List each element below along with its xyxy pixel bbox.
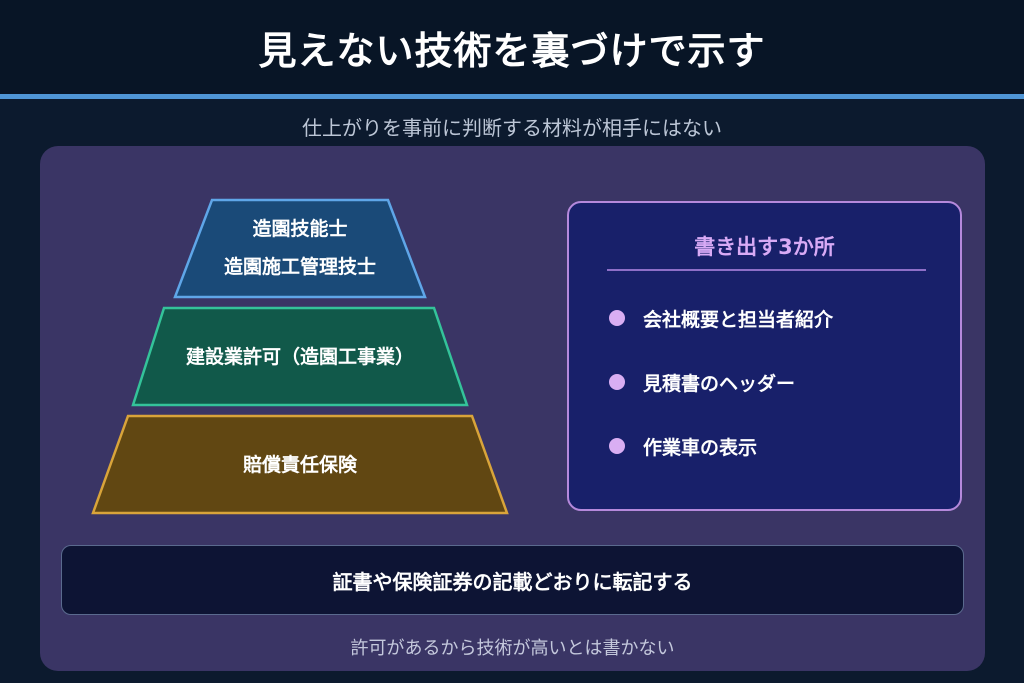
list-item: 会社概要と担当者紹介 [609,303,833,333]
transcription-banner: 証書や保険証券の記載どおりに転記する [61,545,964,615]
list-item-label: 見積書のヘッダー [643,372,796,395]
card-divider [607,269,926,271]
page-title: 見えない技術を裏づけで示す [258,28,766,73]
list-item: 見積書のヘッダー [609,367,795,397]
bullet-dot-icon [609,374,625,390]
tier-label: 造園技能士 [252,218,348,240]
pyramid-tier-middle-text: 建設業許可（造園工事業） [133,338,467,376]
placement-card: 書き出す3か所 会社概要と担当者紹介 見積書のヘッダー 作業車の表示 [567,201,962,511]
footnote: 許可があるから技術が高いとは書かない [350,638,675,659]
card-title: 書き出す3か所 [694,235,835,259]
list-item-label: 会社概要と担当者紹介 [643,308,834,331]
bullet-dot-icon [609,438,625,454]
list-item: 作業車の表示 [609,431,757,461]
page-subtitle: 仕上がりを事前に判断する材料が相手にはない [302,116,722,140]
list-item-label: 作業車の表示 [643,436,758,459]
title-underline [0,94,1024,99]
tier-label: 建設業許可（造園工事業） [185,346,414,368]
pyramid-tier-top-text: 造園技能士 造園施工管理技士 [175,210,425,286]
banner-text: 証書や保険証券の記載どおりに転記する [332,569,693,594]
tier-label: 賠償責任保険 [242,454,357,476]
bullet-dot-icon [609,310,625,326]
tier-label: 造園施工管理技士 [223,256,376,278]
pyramid-tier-bottom-text: 賠償責任保険 [93,446,507,484]
title-bar: 見えない技術を裏づけで示す [0,0,1024,94]
